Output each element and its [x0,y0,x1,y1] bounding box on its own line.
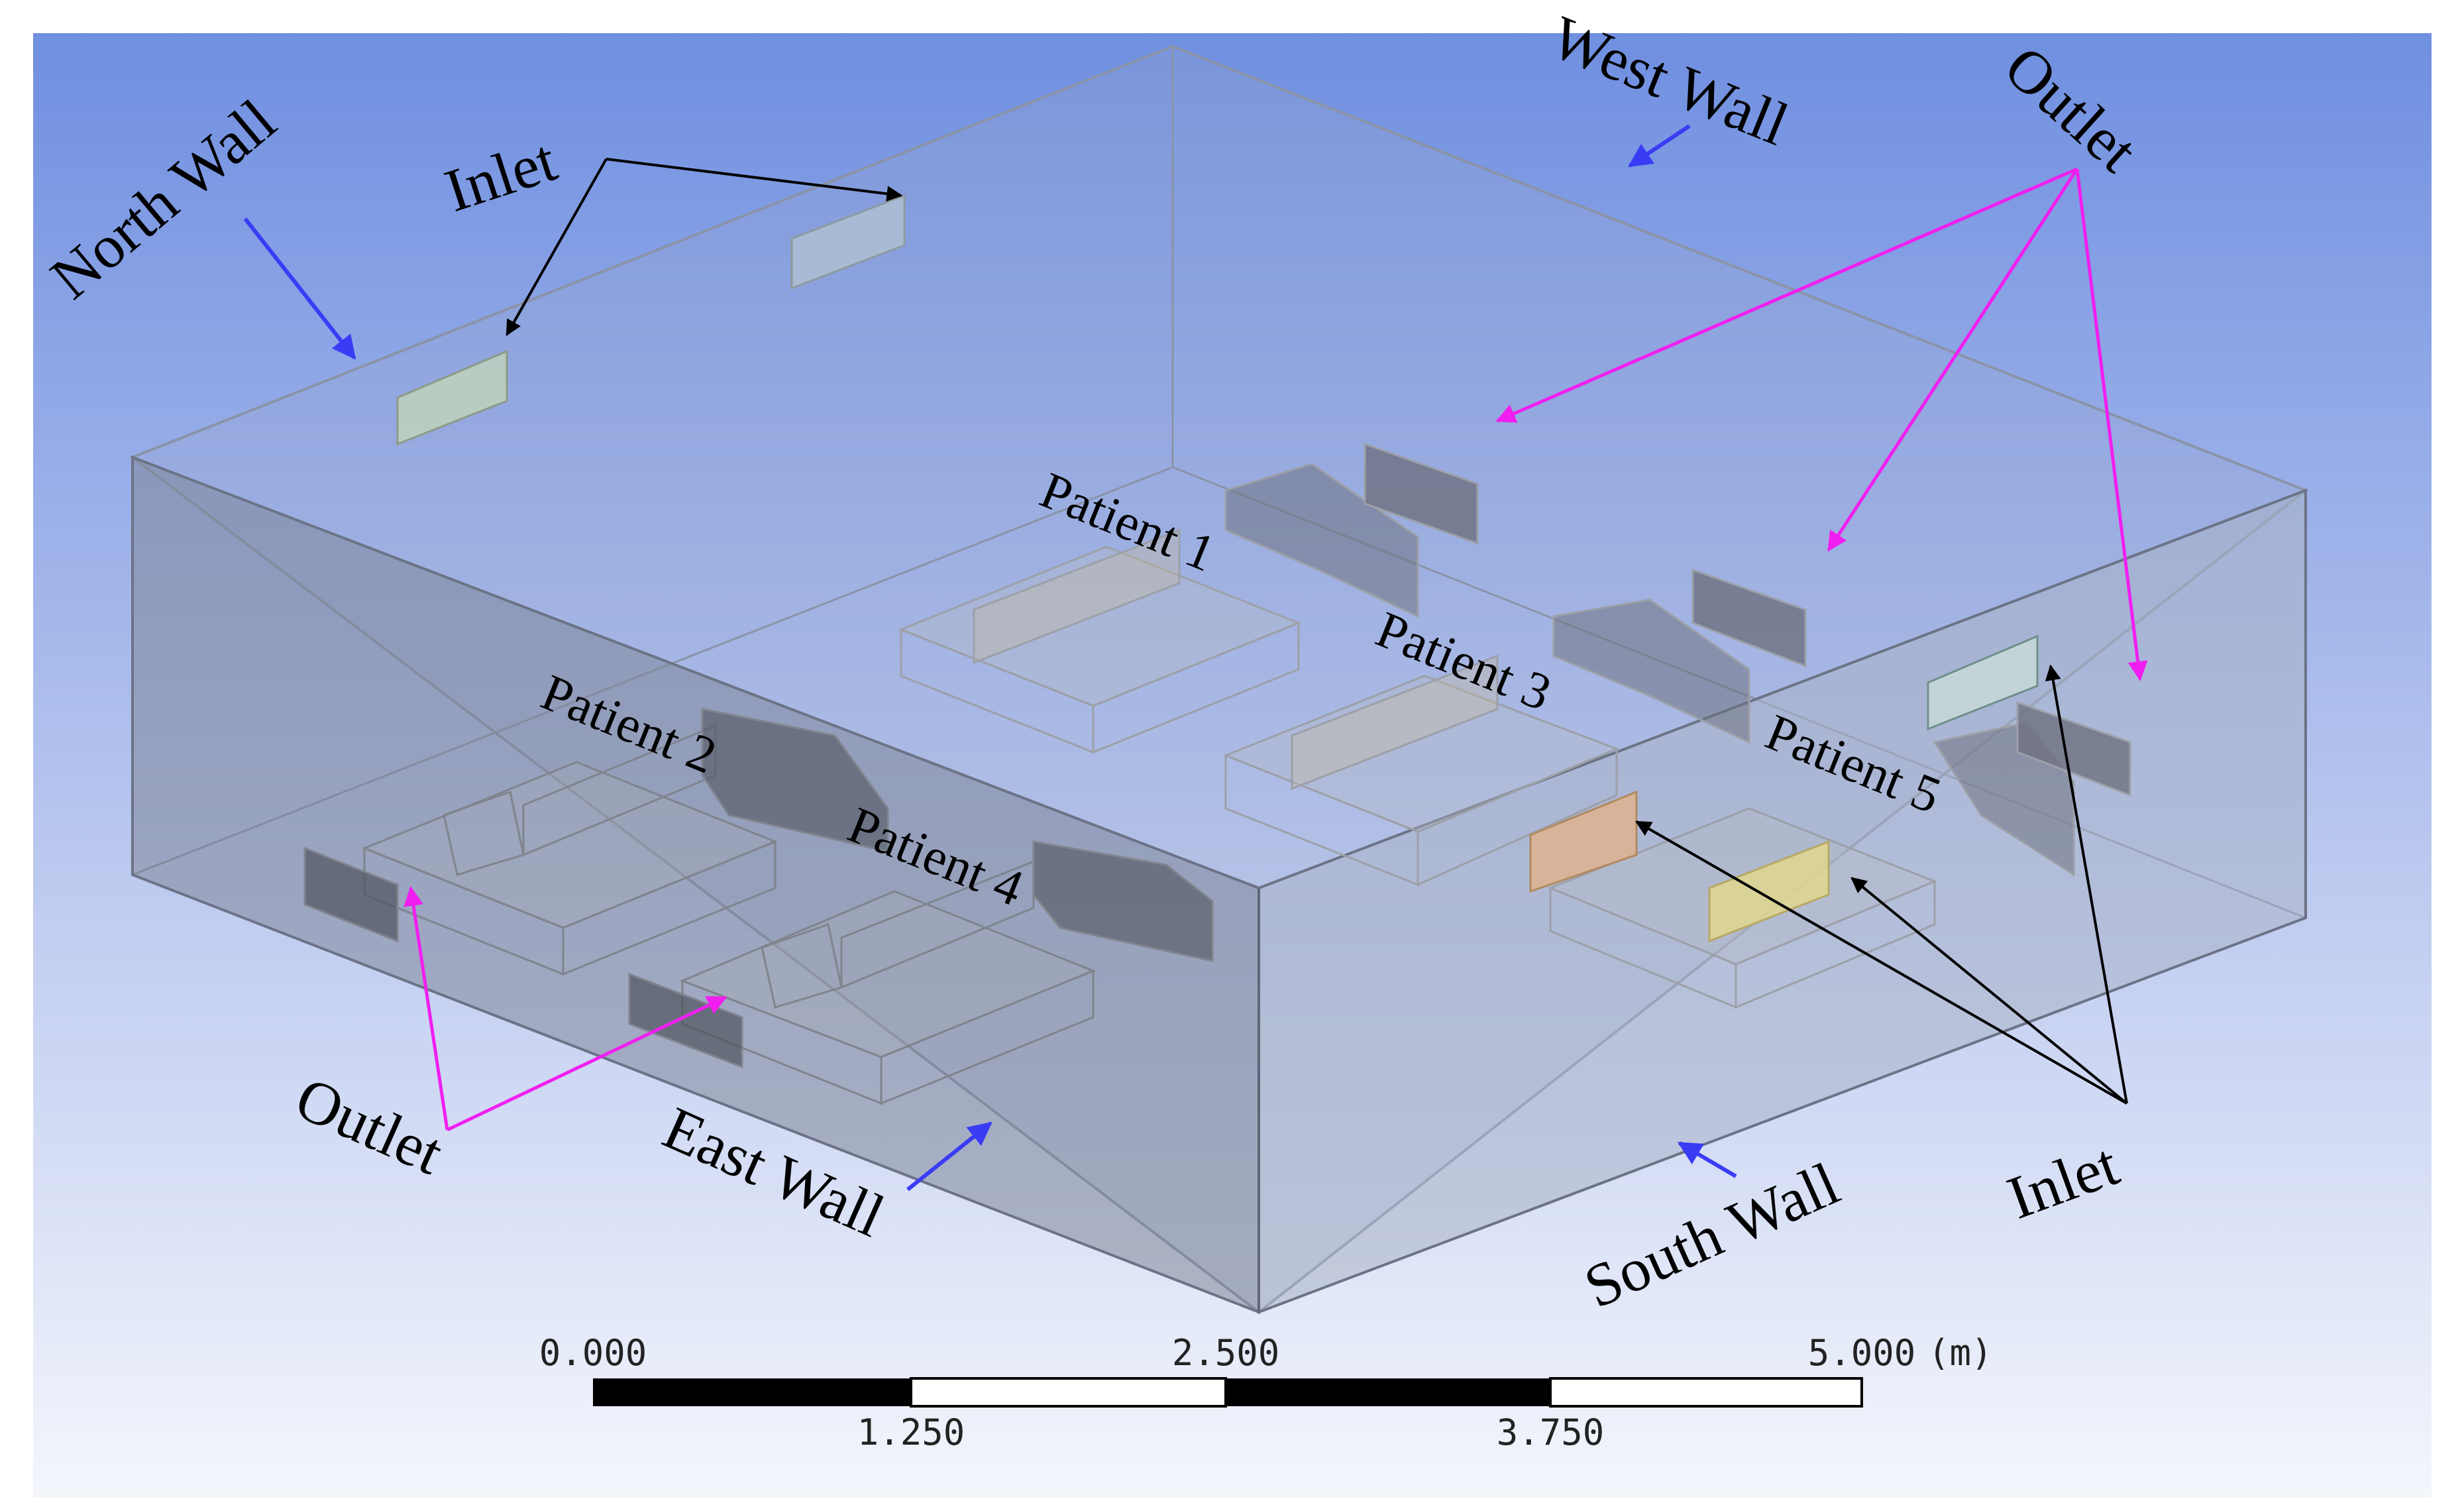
inlet-pointers [506,158,2128,1105]
scale-seg-1 [593,1378,911,1406]
scale-label-0: 0.000 [539,1332,647,1374]
outlet-pointers [403,167,2148,1132]
west-wall-arrow [1628,124,1691,168]
scale-bar: 0.000 2.500 5.000 (m) 1.250 3.750 [539,1332,1993,1453]
bed-patient-2 [303,708,889,976]
north-wall-arrow [243,217,356,360]
ceiling-inlet-2 [790,194,906,290]
scale-label-5000: 5.000 [1808,1332,1916,1374]
bed-patient-3 [1222,568,1807,887]
scale-seg-2 [910,1377,1227,1408]
scale-seg-3 [1226,1378,1550,1406]
bed-patient-5 [1529,634,2131,1009]
scale-label-3750: 3.750 [1497,1412,1605,1453]
east-wall-arrow [906,1121,992,1192]
bed-patient-4 [628,840,1214,1105]
ceiling-inlet-1 [396,349,508,446]
scale-seg-4 [1549,1377,1863,1408]
scale-label-1250: 1.250 [857,1412,965,1453]
scale-unit: (m) [1928,1332,1993,1374]
south-wall-arrow [1677,1141,1737,1178]
wall-pointers [243,124,1737,1192]
scale-label-2500: 2.500 [1172,1332,1280,1374]
bed-patient-1 [898,442,1479,754]
